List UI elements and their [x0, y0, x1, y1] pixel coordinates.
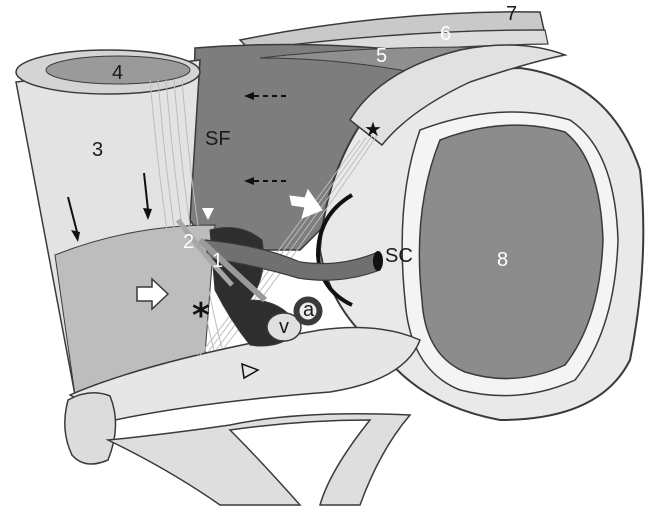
- asterisk-marker: *: [192, 296, 210, 336]
- lower-bone-arc: [108, 414, 410, 505]
- label-1: 1: [212, 250, 223, 272]
- lower-bone-knob: [65, 393, 116, 464]
- label-2: 2: [183, 231, 194, 253]
- label-sc: SC: [385, 245, 413, 267]
- label-8: 8: [497, 249, 508, 271]
- label-3: 3: [92, 139, 103, 161]
- label-a: a: [303, 299, 315, 321]
- bone-marrow-8: [419, 125, 603, 378]
- cord-end: [373, 251, 383, 271]
- label-6: 6: [440, 23, 451, 45]
- label-4: 4: [112, 62, 123, 84]
- label-v: v: [279, 316, 289, 338]
- label-7: 7: [506, 3, 517, 25]
- label-5: 5: [376, 45, 387, 67]
- star-marker: ★: [364, 117, 382, 141]
- label-sf: SF: [205, 128, 231, 150]
